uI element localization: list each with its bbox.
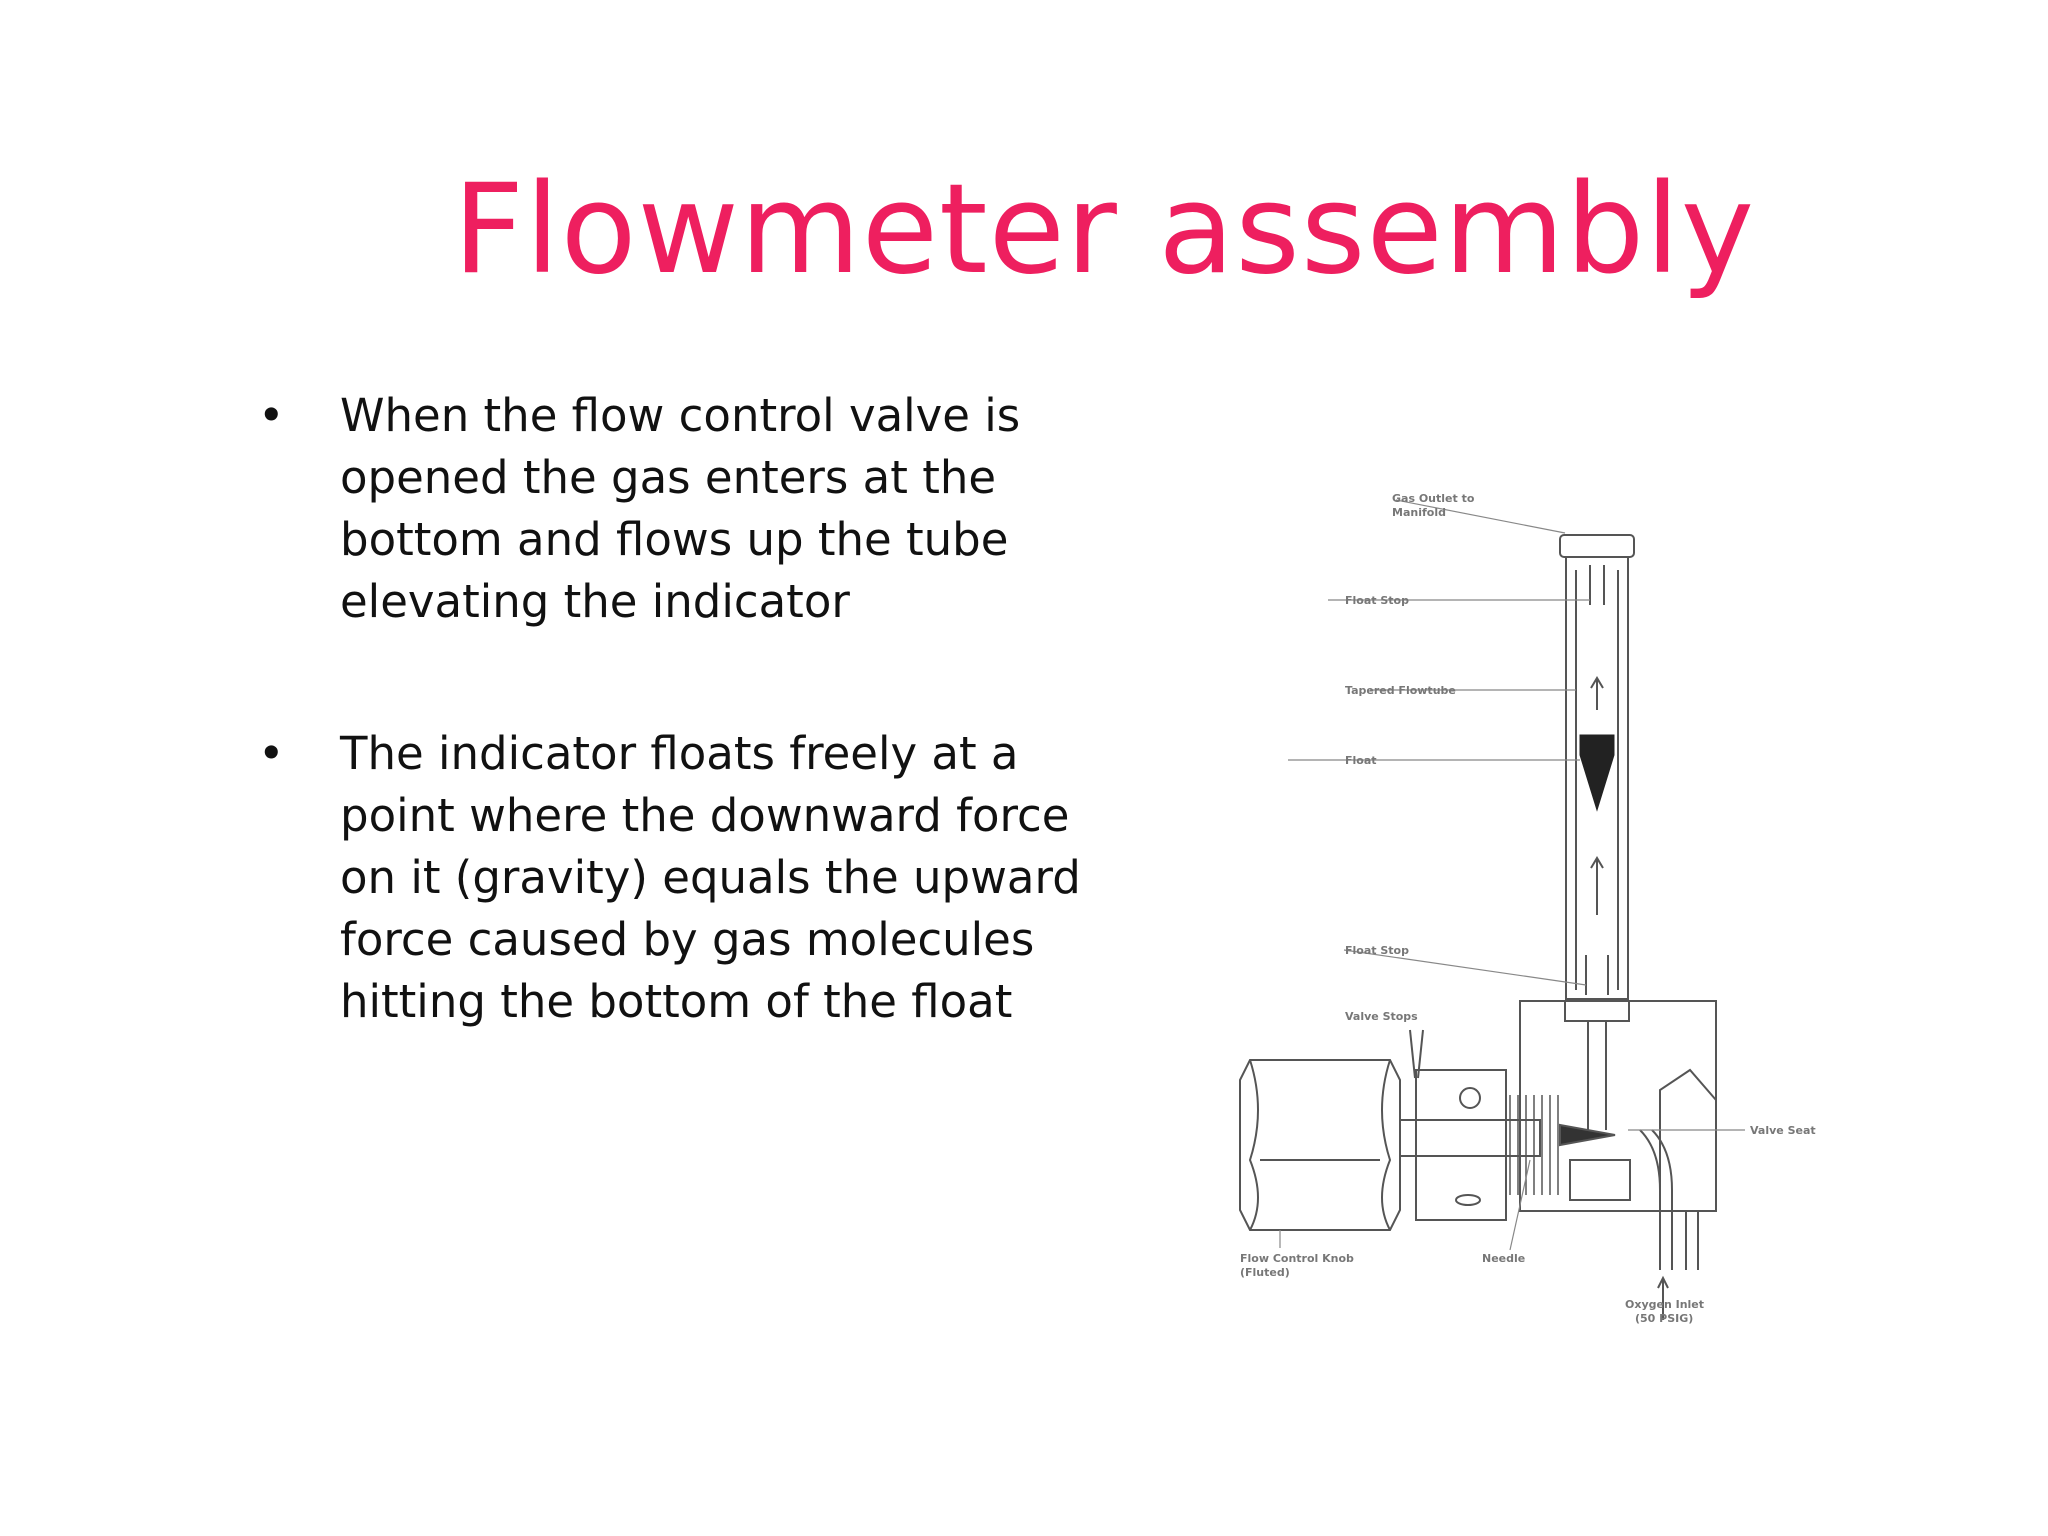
flow-tube [1565, 556, 1629, 1000]
label-gas-outlet-2: Manifold [1392, 506, 1446, 519]
label-float: Float [1345, 754, 1377, 767]
bullet-text: The indicator floats freely at a point w… [340, 727, 1081, 1028]
bullet-text: When the flow control valve is opened th… [340, 389, 1021, 628]
label-needle: Needle [1482, 1252, 1525, 1265]
float-indicator [1579, 734, 1615, 812]
label-tapered-flowtube: Tapered Flowtube [1345, 684, 1456, 697]
label-gas-outlet: Gas Outlet to [1392, 492, 1475, 505]
bullet-dot: • [258, 389, 285, 442]
slide-title: Flowmeter assembly [452, 158, 1756, 302]
flowmeter-diagram: Gas Outlet to Manifold Float Stop Tapere… [1239, 492, 1816, 1325]
bullet-dot: • [258, 727, 285, 780]
label-valve-stops: Valve Stops [1345, 1010, 1418, 1023]
label-valve-seat: Valve Seat [1750, 1124, 1816, 1137]
bullet-item: • The indicator floats freely at a point… [248, 723, 1118, 1033]
label-float-stop-bottom: Float Stop [1345, 944, 1409, 957]
flow-control-knob [1239, 1059, 1401, 1231]
bullet-list: • When the flow control valve is opened … [248, 385, 1118, 1123]
bullet-item: • When the flow control valve is opened … [248, 385, 1118, 633]
label-fluted: (Fluted) [1240, 1266, 1290, 1279]
label-oxygen-inlet-pressure: (50 PSIG) [1635, 1312, 1693, 1325]
label-oxygen-inlet: Oxygen Inlet [1625, 1298, 1704, 1311]
tube-cap [1559, 534, 1635, 558]
label-float-stop-top: Float Stop [1345, 594, 1409, 607]
label-flow-control-knob: Flow Control Knob [1240, 1252, 1354, 1265]
